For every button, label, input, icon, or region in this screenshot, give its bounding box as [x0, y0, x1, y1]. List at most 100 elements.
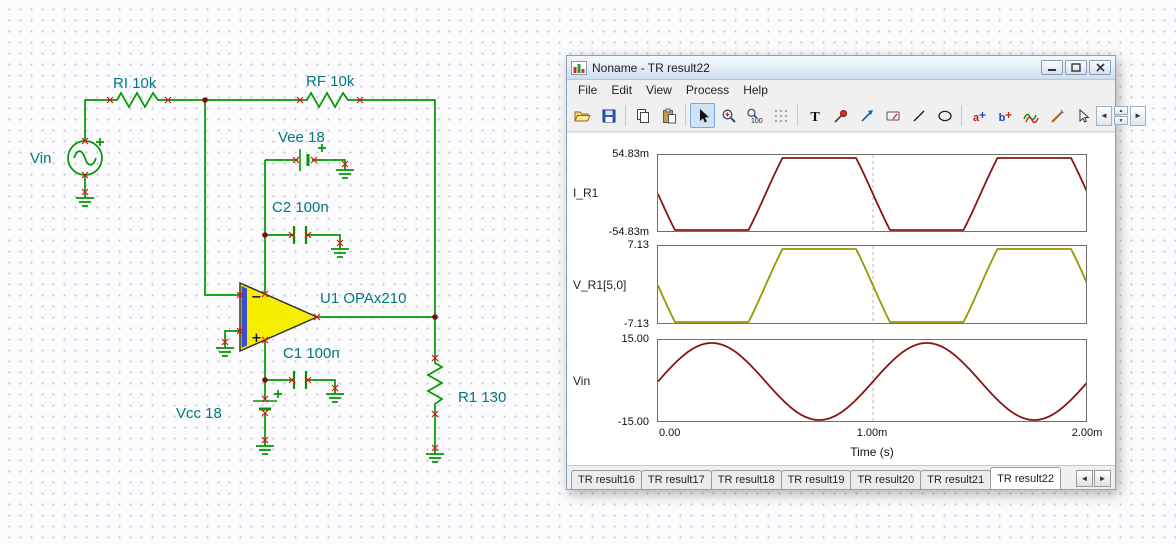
copy-button[interactable]	[630, 103, 655, 128]
menu-bar: File Edit View Process Help	[567, 80, 1115, 100]
marker-a-button[interactable]: a	[966, 103, 991, 128]
tab-tr-result16[interactable]: TR result16	[571, 470, 642, 489]
trace-v-r1	[658, 248, 1086, 323]
tr-result-window: Noname - TR result22 File Edit View Proc…	[566, 55, 1146, 490]
toolbar-separator	[685, 105, 686, 126]
vee-label: Vee 18	[278, 129, 325, 146]
tab-scroll-left-button[interactable]: ◄	[1076, 470, 1093, 487]
ellipse-tool-button[interactable]	[932, 103, 957, 128]
component-opamp-u1[interactable]: − + U1 OPAx210	[239, 281, 406, 353]
opamp-plus: +	[251, 331, 262, 346]
save-button[interactable]	[596, 103, 621, 128]
menu-view[interactable]: View	[646, 83, 672, 97]
spin-down-button[interactable]: ▼	[1114, 116, 1128, 125]
current-probe-button[interactable]	[854, 103, 879, 128]
component-r1-resistor[interactable]: R1 130	[426, 358, 506, 414]
component-vcc-battery[interactable]: Vcc 18	[176, 390, 282, 422]
toolbar-separator	[961, 105, 962, 126]
scroll-right-button[interactable]: ►	[1130, 105, 1146, 126]
plus-sign	[274, 390, 282, 398]
x-axis-title: Time (s)	[850, 445, 894, 459]
test-pen-button[interactable]	[1044, 103, 1069, 128]
meter-probe-button[interactable]	[880, 103, 905, 128]
marker-b-button[interactable]: b	[992, 103, 1017, 128]
line-tool-button[interactable]	[906, 103, 931, 128]
close-button[interactable]	[1089, 60, 1111, 75]
component-ri-resistor[interactable]: RI 10k	[110, 75, 168, 109]
waveforms-icon	[1022, 113, 1039, 123]
circuit-schematic[interactable]: Vin RI 10k RF 10k Vee 18 C2 100n	[0, 0, 560, 544]
zoom-in-button[interactable]	[716, 103, 741, 128]
trace-i-r1	[658, 157, 1086, 231]
plot-vin[interactable]	[657, 339, 1087, 422]
junction-dots	[202, 97, 438, 383]
tab-scroll-right-button[interactable]: ►	[1094, 470, 1111, 487]
x-tick-0: 0.00	[659, 427, 681, 439]
scroll-left-button[interactable]: ◄	[1096, 105, 1112, 126]
opamp-minus: −	[251, 290, 262, 305]
paste-icon	[662, 108, 676, 123]
cursor-arrow-icon	[699, 108, 709, 122]
toolbar-separator	[797, 105, 798, 126]
maximize-button[interactable]	[1065, 60, 1087, 75]
menu-file[interactable]: File	[578, 83, 598, 97]
title-bar[interactable]: Noname - TR result22	[567, 56, 1115, 80]
grid-toggle-button[interactable]	[768, 103, 793, 128]
y-max-label: 54.83m	[612, 148, 649, 160]
wires	[84, 99, 436, 448]
svg-text:a: a	[972, 112, 979, 124]
component-vee-battery[interactable]: Vee 18	[278, 129, 326, 171]
opamp-left-band	[241, 286, 247, 348]
meter-icon	[886, 111, 899, 120]
vcc-label: Vcc 18	[176, 405, 222, 422]
test-pen-icon	[1050, 109, 1064, 123]
subplot-vin: Vin 15.00 -15.00	[567, 333, 1115, 428]
zoom-100-button[interactable]: 100	[742, 103, 767, 128]
svg-text:100: 100	[751, 118, 763, 124]
rf-label: RF 10k	[306, 73, 355, 90]
component-c1-capacitor[interactable]: C1 100n	[283, 345, 340, 389]
opamp-body	[239, 281, 319, 353]
svg-text:b: b	[998, 112, 1005, 124]
line-tool-icon	[913, 110, 924, 121]
select-tool-button[interactable]	[690, 103, 715, 128]
paste-button[interactable]	[656, 103, 681, 128]
text-tool-button[interactable]: T	[802, 103, 827, 128]
voltage-pin-icon	[833, 109, 847, 123]
menu-edit[interactable]: Edit	[611, 83, 633, 97]
component-vin-source[interactable]: Vin	[30, 138, 104, 176]
voltage-pin-button[interactable]	[828, 103, 853, 128]
component-rf-resistor[interactable]: RF 10k	[300, 73, 360, 109]
minimize-button[interactable]	[1041, 60, 1063, 75]
tab-tr-result21[interactable]: TR result21	[920, 470, 992, 489]
y-min-label: -7.13	[623, 318, 649, 330]
spin-up-button[interactable]: ▲	[1114, 106, 1128, 115]
ri-label: RI 10k	[113, 75, 157, 92]
marker-a-icon: a	[972, 111, 985, 124]
zoom-100-icon: 100	[746, 108, 763, 124]
chart-panel: I_R1 54.83m -54.83m V_R1[5,0] 7.13 -7.13…	[567, 132, 1115, 465]
y-min-label: -15.00	[617, 416, 649, 428]
tab-tr-result18[interactable]: TR result18	[710, 470, 782, 489]
signal-label: I_R1	[573, 186, 599, 200]
open-file-button[interactable]	[570, 103, 595, 128]
tab-tr-result17[interactable]: TR result17	[640, 470, 712, 489]
grid-icon	[774, 109, 787, 122]
toolbar-separator	[625, 105, 626, 126]
u1-label: U1 OPAx210	[320, 290, 406, 307]
tab-tr-result20[interactable]: TR result20	[850, 470, 922, 489]
tab-tr-result22[interactable]: TR result22	[990, 467, 1062, 489]
plot-i-r1[interactable]	[657, 154, 1087, 232]
y-min-label: -54.83m	[608, 226, 649, 238]
signal-analysis-button[interactable]	[1018, 103, 1043, 128]
tab-tr-result19[interactable]: TR result19	[780, 470, 852, 489]
menu-help[interactable]: Help	[743, 83, 768, 97]
plot-v-r1[interactable]	[657, 245, 1087, 324]
floppy-icon	[602, 109, 615, 122]
component-c2-capacitor[interactable]: C2 100n	[272, 199, 329, 244]
menu-process[interactable]: Process	[685, 83, 730, 97]
pointer-button[interactable]	[1070, 103, 1095, 128]
c2-label: C2 100n	[272, 199, 329, 216]
window-icon	[571, 60, 587, 75]
